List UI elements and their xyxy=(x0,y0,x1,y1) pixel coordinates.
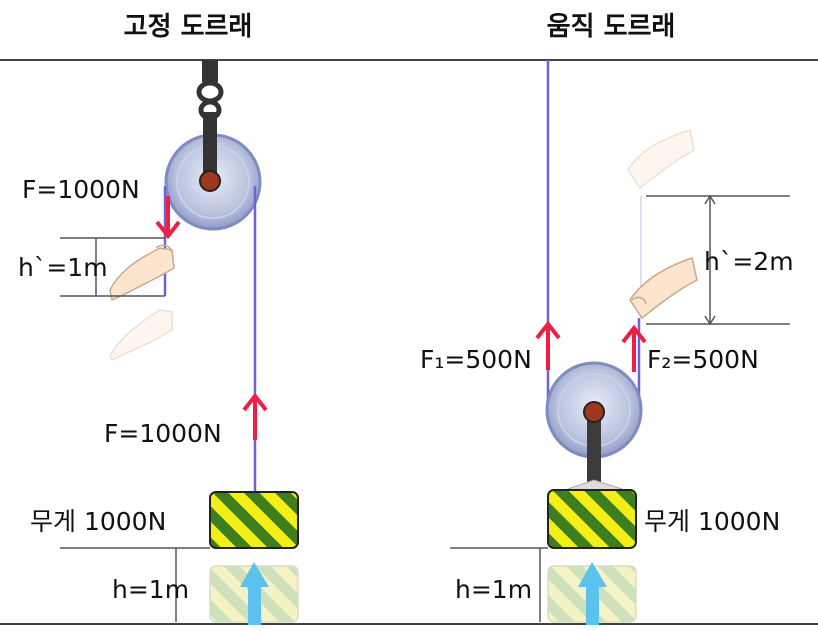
weight-block xyxy=(547,489,637,549)
hand-height-bracket xyxy=(60,237,165,297)
force-arrow-rope xyxy=(242,392,268,440)
weight-label: 무게 1000N xyxy=(644,507,780,536)
lift-height-label: h=1m xyxy=(112,575,189,604)
hand-ghost-icon xyxy=(627,129,695,190)
force-label-hand: F=1000N xyxy=(22,175,140,204)
panel-title-fixed: 고정 도르래 xyxy=(124,12,253,42)
lift-height-bracket xyxy=(450,547,548,622)
panel-title-movable: 움직 도르래 xyxy=(547,12,676,42)
lift-arrow-icon xyxy=(240,562,269,625)
weight-label: 무게 1000N xyxy=(30,507,166,536)
lift-height-label: h=1m xyxy=(455,575,532,604)
hand-icon xyxy=(629,257,698,320)
hand-icon xyxy=(109,244,175,302)
force-arrow-left xyxy=(535,320,561,370)
force-arrow-hand xyxy=(155,196,181,240)
movable-pulley-panel: h`=2m F₁=500N F₂=500N 무게 1000N h=1m xyxy=(420,60,794,625)
force-label-rope: F=1000N xyxy=(104,419,222,448)
force-label-left: F₁=500N xyxy=(420,345,532,374)
weight-block xyxy=(209,491,299,549)
fixed-pulley-panel: F=1000N h`=1m F=1000N 무게 1000N h=1m xyxy=(18,60,299,625)
force-label-right: F₂=500N xyxy=(647,345,759,374)
hand-ghost-icon xyxy=(109,309,173,362)
hand-height-label: h`=1m xyxy=(18,253,108,282)
hand-height-bracket xyxy=(646,194,790,326)
force-arrow-right xyxy=(621,324,647,372)
lift-arrow-icon xyxy=(578,562,607,625)
hand-height-label: h`=2m xyxy=(704,247,794,276)
movable-pulley-wheel-icon xyxy=(545,361,643,491)
fixed-pulley-wheel-icon xyxy=(164,112,262,231)
lift-height-bracket xyxy=(60,547,210,622)
hook-icon xyxy=(196,60,224,121)
